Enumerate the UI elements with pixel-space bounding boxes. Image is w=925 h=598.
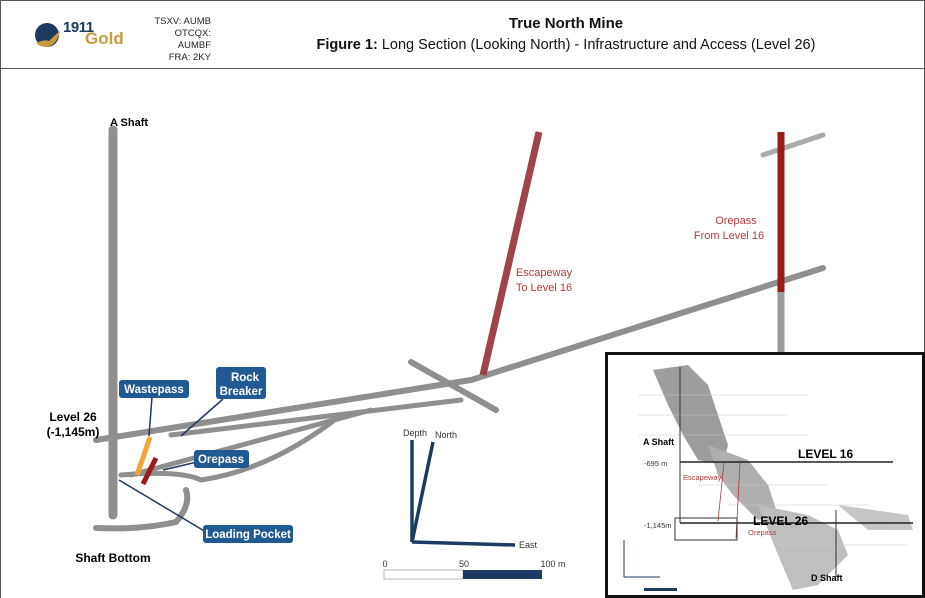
callout-loading-pocket: Loading Pocket [203, 525, 293, 543]
cross-drift [408, 359, 499, 413]
orepass-label: Orepass [715, 215, 757, 227]
a-shaft-label: A Shaft [110, 117, 148, 129]
svg-text:Loading Pocket: Loading Pocket [205, 529, 291, 541]
main-ramp [468, 265, 826, 383]
inset-d-shaft-label: D Shaft [811, 573, 843, 583]
inset-long-section: A Shaft LEVEL 16 LEVEL 26 -695 m -1,145m… [623, 365, 913, 591]
scale-tick-50: 50 [459, 559, 469, 569]
compass-north-label: North [435, 430, 457, 440]
figure-subtitle: Figure 1: Long Section (Looking North) -… [231, 37, 901, 53]
compass-east-label: East [519, 540, 538, 550]
inset-level26-label: LEVEL 26 [753, 514, 808, 528]
inset-orepass-label: Orepass [748, 528, 777, 537]
callout-wastepass: Wastepass [119, 380, 189, 398]
svg-text:Wastepass: Wastepass [124, 384, 184, 396]
figure-number: Figure 1: [316, 37, 378, 53]
ticker-otcqx: OTCQX: AUMBF [174, 28, 211, 51]
page-title: True North Mine [508, 15, 624, 32]
logo-icon [35, 23, 60, 47]
loop-drift [118, 412, 344, 483]
scale-bar: 0 50 100 m [382, 559, 566, 580]
figure-caption: Long Section (Looking North) - Infrastru… [381, 37, 816, 53]
inset-level16-label: LEVEL 16 [798, 447, 853, 461]
long-section-view: A Shaft Level 26 (-1,145m) Shaft Bottom … [0, 69, 925, 598]
logo-number: 1911 [63, 19, 94, 36]
escapeway-sublabel: To Level 16 [516, 282, 572, 294]
ticker-fra: FRA: 2KY [168, 52, 211, 63]
compass-depth-label: Depth [403, 428, 427, 438]
escapeway-raise [479, 131, 543, 376]
scale-tick-0: 0 [382, 559, 387, 569]
svg-text:Rock: Rock [231, 372, 260, 384]
ticker-list: TSXV: AUMB OTCQX: AUMBF FRA: 2KY [141, 16, 211, 64]
shaft-bottom-loop [93, 487, 191, 532]
long-section-drawing: A Shaft Level 26 (-1,145m) Shaft Bottom … [47, 117, 826, 580]
callout-orepass: Orepass [194, 450, 249, 468]
upper-drift [760, 132, 826, 158]
inset-escapeway-label: Escapeway [683, 473, 722, 482]
logo-word: Gold [85, 29, 124, 48]
inset-depth26-label: -1,145m [644, 521, 672, 530]
drift-upper [168, 397, 464, 438]
callout-rock-breaker: Rock Breaker [216, 367, 266, 399]
ticker-tsxv: TSXV: AUMB [154, 16, 211, 27]
wastepass-raise [134, 436, 153, 476]
svg-text:Orepass: Orepass [198, 454, 244, 466]
escapeway-label: Escapeway [516, 267, 573, 279]
scale-tick-100: 100 m [540, 559, 565, 569]
header: 1911 Gold TSXV: AUMB OTCQX: AUMBF FRA: 2… [0, 0, 925, 69]
inset-a-shaft-label: A Shaft [643, 437, 674, 447]
level26-label: Level 26 [49, 410, 97, 424]
orepass-sublabel: From Level 16 [694, 230, 764, 242]
inset-map: A Shaft LEVEL 16 LEVEL 26 -695 m -1,145m… [605, 352, 925, 598]
compass [410, 440, 516, 547]
orepass-raise-l26 [140, 456, 159, 486]
svg-text:Breaker: Breaker [220, 386, 263, 398]
main-drift [93, 377, 474, 443]
inset-depth16-label: -695 m [644, 459, 667, 468]
level26-depth-label: (-1,145m) [47, 425, 100, 439]
shaft-bottom-label: Shaft Bottom [75, 551, 150, 565]
